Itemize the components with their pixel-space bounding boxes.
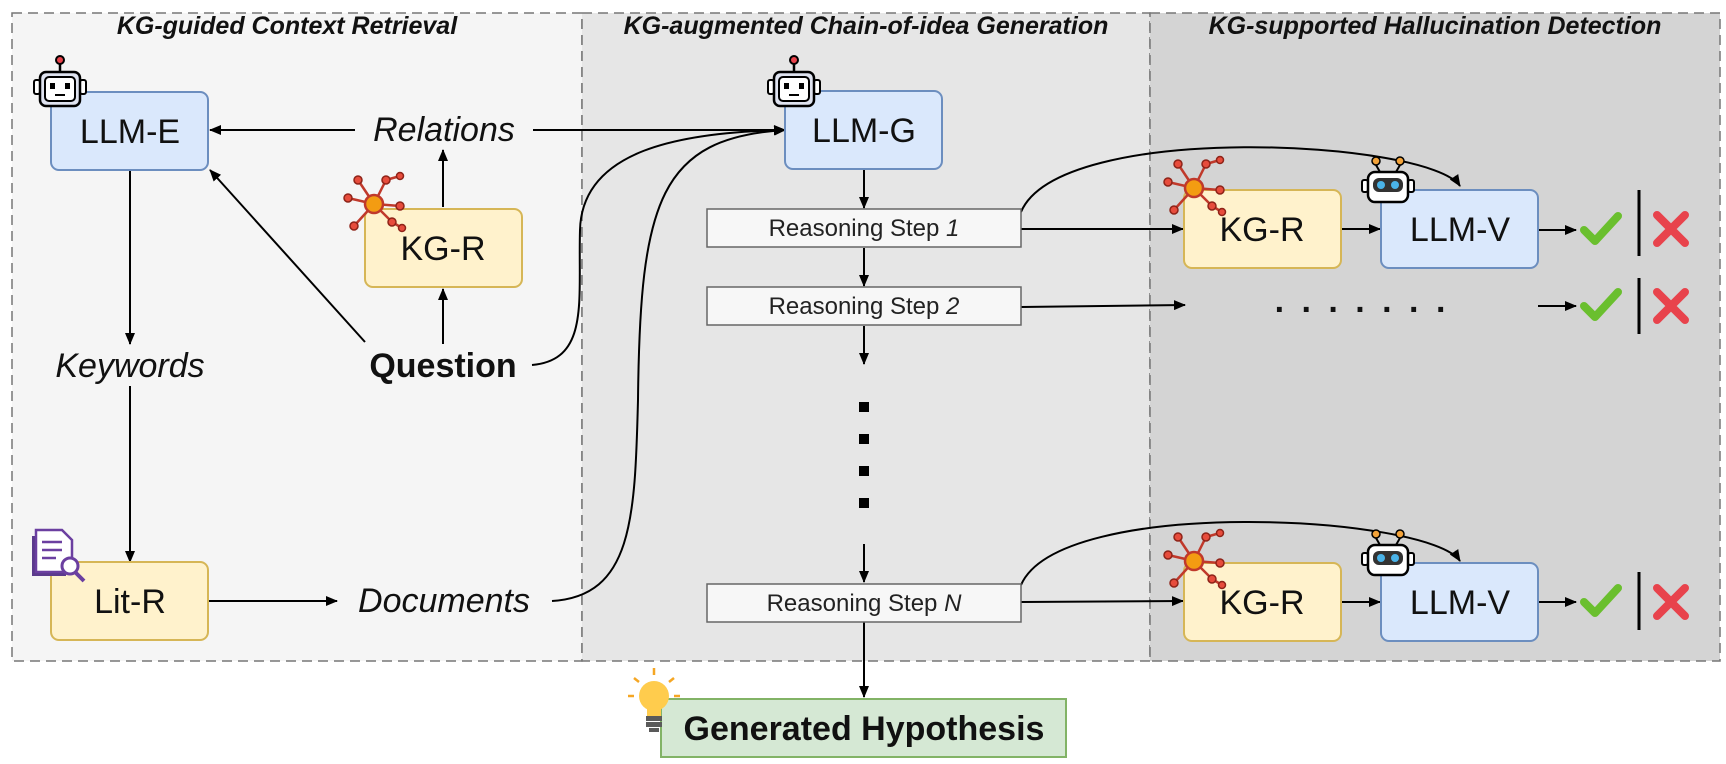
node-lit-r: Lit-R — [50, 561, 209, 641]
node-lit-r-label: Lit-R — [94, 583, 166, 621]
robot-icon — [1361, 156, 1415, 204]
node-llm-v-bottom-label: LLM-V — [1410, 584, 1510, 622]
node-llm-e-label: LLM-E — [80, 113, 180, 151]
knowledge-graph-icon — [1163, 528, 1227, 590]
cross-icon — [1653, 288, 1689, 324]
documents-label: Documents — [358, 582, 530, 620]
arrow-question-llmg — [531, 125, 786, 366]
node-kg-r-retrieval-label: KG-R — [401, 230, 486, 268]
generated-hypothesis: Generated Hypothesis — [660, 698, 1067, 758]
panel-detection — [1149, 12, 1721, 662]
vdot-2 — [859, 434, 869, 444]
question-label: Question — [369, 347, 516, 385]
arrow-step1-llmv — [1020, 146, 1461, 213]
vdot-3 — [859, 466, 869, 476]
robot-icon — [33, 55, 87, 108]
detection-title: KG-supported Hallucination Detection — [1209, 12, 1662, 40]
lightbulb-icon — [628, 668, 680, 732]
cross-icon — [1653, 211, 1689, 247]
node-llm-v-bottom: LLM-V — [1380, 562, 1539, 642]
reasoning-step-1: Reasoning Step 1 — [706, 208, 1022, 248]
node-llm-v-top: LLM-V — [1380, 189, 1539, 269]
arrow-stepn-llmv — [1020, 521, 1461, 586]
retrieval-title: KG-guided Context Retrieval — [117, 12, 458, 40]
node-kg-r-bottom-label: KG-R — [1220, 584, 1305, 622]
step-n-prefix: Reasoning Step — [767, 590, 944, 617]
reasoning-step-2: Reasoning Step 2 — [706, 286, 1022, 326]
keywords-label: Keywords — [55, 347, 204, 385]
relations-label: Relations — [373, 111, 515, 149]
arrow-step2-ellipsis — [1020, 300, 1186, 311]
arrow-documents-llmg — [551, 125, 786, 602]
cross-icon — [1653, 584, 1689, 620]
node-llm-e: LLM-E — [50, 91, 209, 171]
document-search-icon — [32, 528, 86, 583]
svg-text:Reasoning Step 2: Reasoning Step 2 — [769, 293, 960, 320]
robot-icon — [1361, 529, 1415, 577]
knowledge-graph-icon — [343, 171, 407, 233]
reasoning-step-n: Reasoning Step N — [706, 583, 1022, 623]
node-kg-r-top-label: KG-R — [1220, 211, 1305, 249]
checkmark-icon — [1580, 212, 1622, 245]
node-llm-v-top-label: LLM-V — [1410, 211, 1510, 249]
svg-text:Reasoning Step 1: Reasoning Step 1 — [769, 215, 960, 242]
vdot-1 — [859, 402, 869, 412]
checkmark-icon — [1580, 584, 1622, 617]
generation-title: KG-augmented Chain-of-idea Generation — [624, 12, 1109, 40]
vdot-4 — [859, 498, 869, 508]
step-1-number: 1 — [946, 215, 959, 242]
step-n-number: N — [944, 590, 962, 617]
robot-icon — [767, 55, 821, 108]
checkmark-icon — [1580, 288, 1622, 321]
knowledge-graph-icon — [1163, 155, 1227, 217]
step-2-number: 2 — [945, 293, 959, 320]
node-llm-g-label: LLM-G — [812, 112, 916, 150]
arrow-question-llme — [209, 169, 366, 343]
step-2-prefix: Reasoning Step — [769, 293, 946, 320]
hypothesis-label: Generated Hypothesis — [684, 710, 1045, 748]
arrow-stepn-kgr — [1020, 596, 1184, 607]
node-llm-g: LLM-G — [784, 90, 943, 170]
ellipsis-row: . . . . . . . — [1275, 282, 1450, 320]
step-1-prefix: Reasoning Step — [769, 215, 946, 242]
svg-text:Reasoning Step N: Reasoning Step N — [767, 590, 962, 617]
